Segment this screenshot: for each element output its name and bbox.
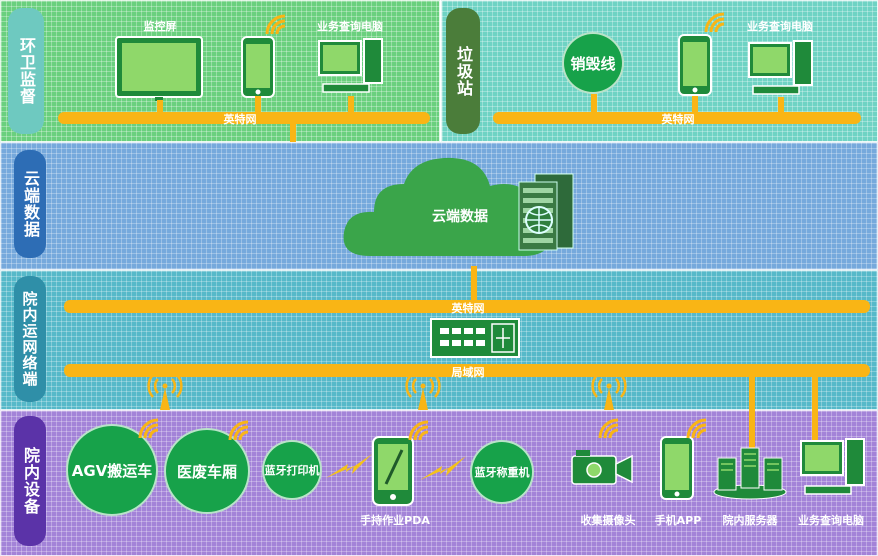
antenna-icon — [405, 374, 441, 410]
waste-pc-connector — [778, 97, 784, 114]
app-label: 手机APP — [654, 514, 702, 527]
destroy-line-node: 销毁线 — [562, 32, 624, 94]
bt-scale-label: 蓝牙称重机 — [474, 466, 530, 479]
bt-printer-node: 蓝牙打印机 — [262, 440, 322, 500]
waste-cart-node: 医废车厢 — [164, 428, 250, 514]
wifi-icon — [686, 418, 707, 439]
waste-phone-connector — [692, 96, 698, 114]
phone-icon — [660, 436, 694, 500]
monitor-connector — [157, 100, 163, 114]
server-rack-icon — [518, 173, 574, 251]
monitor-icon — [115, 36, 203, 101]
cloud-data-label: 云端数据 — [14, 150, 46, 258]
cloud-to-transport-connector — [471, 266, 477, 302]
waste-pc-label: 业务查询电脑 — [747, 20, 813, 33]
env-supervision-label: 环卫监督 — [8, 8, 44, 134]
server-connector — [749, 377, 755, 449]
waste-internet-bus — [493, 112, 861, 124]
agv-label: AGV搬运车 — [71, 461, 153, 480]
env-pc-connector — [348, 96, 354, 114]
pda-icon — [372, 436, 414, 506]
transport-lan-label: 局域网 — [451, 366, 485, 379]
lightning-icon — [420, 456, 466, 480]
wifi-icon — [704, 12, 725, 33]
cloud-icon — [343, 157, 555, 256]
phone-icon — [241, 36, 275, 98]
phone-connector — [255, 96, 261, 114]
transport-internet-label: 英特网 — [451, 302, 485, 315]
camera-label: 收集摄像头 — [580, 514, 636, 527]
wifi-icon — [228, 420, 249, 441]
antenna-icon — [147, 374, 183, 410]
waste-bus-label: 英特网 — [661, 113, 695, 126]
env-bus-label: 英特网 — [223, 113, 257, 126]
cloud-label: 云端数据 — [432, 209, 488, 225]
wifi-icon — [265, 14, 286, 35]
env-pc-label: 业务查询电脑 — [317, 20, 383, 33]
wifi-icon — [138, 418, 159, 439]
devices-pc-connector — [812, 377, 818, 449]
hospital-devices-label: 院内设备 — [14, 416, 46, 546]
network-switch-icon — [430, 318, 520, 358]
desktop-pc-icon — [800, 438, 865, 495]
lightning-icon — [326, 454, 372, 478]
waste-cart-label: 医废车厢 — [176, 462, 237, 481]
waste-station-label: 垃圾站 — [446, 8, 480, 134]
devices-pc-label: 业务查询电脑 — [798, 514, 864, 527]
transport-lan-bus — [64, 364, 870, 377]
desktop-pc-icon — [748, 40, 813, 95]
transport-internet-bus — [64, 300, 870, 313]
agv-node: AGV搬运车 — [66, 424, 158, 516]
destroy-connector — [591, 94, 597, 114]
bt-scale-node: 蓝牙称重机 — [470, 440, 534, 504]
env-to-cloud-connector — [290, 124, 296, 142]
server-cluster-icon — [713, 447, 787, 500]
phone-icon — [678, 34, 712, 96]
camera-icon — [571, 450, 633, 485]
env-internet-bus — [58, 112, 430, 124]
pda-label: 手持作业PDA — [360, 514, 430, 527]
desktop-pc-icon — [318, 38, 383, 93]
antenna-icon — [591, 374, 627, 410]
server-label: 院内服务器 — [722, 514, 778, 527]
bt-printer-label: 蓝牙打印机 — [264, 464, 320, 477]
monitor-label: 监控屏 — [143, 20, 177, 33]
transport-network-label: 院内运网络端 — [14, 276, 46, 402]
destroy-line-label: 销毁线 — [570, 54, 616, 73]
wifi-icon — [408, 420, 429, 441]
wifi-icon — [598, 418, 619, 439]
